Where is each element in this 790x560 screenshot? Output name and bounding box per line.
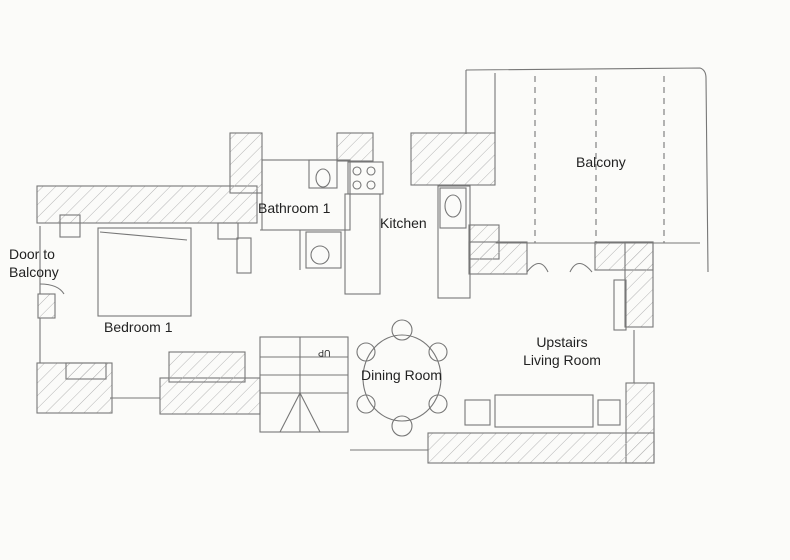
burner-3: [352, 180, 362, 190]
kitchen-label: Kitchen: [380, 215, 427, 231]
sink-basin: [444, 194, 462, 218]
bed-fold: [99, 231, 188, 241]
wall-segments: [36, 132, 655, 464]
wall-right-upper: [624, 241, 654, 328]
chair-top: [391, 319, 413, 341]
door-label-line2: Balcony: [9, 264, 59, 280]
burner-2: [366, 166, 376, 176]
dining-label: Dining Room: [361, 367, 442, 383]
cabinet-block: [168, 351, 246, 383]
bedside-table: [59, 214, 81, 238]
chair-left-bottom: [356, 394, 376, 414]
wall-stub-1: [217, 222, 239, 240]
bed: [97, 227, 192, 317]
wall-bottom-left-step: [65, 362, 107, 380]
toilet-bowl: [315, 168, 331, 188]
wall-bottom-mid: [159, 377, 261, 415]
bathroom-outline: [261, 159, 351, 231]
side-table-right: [597, 399, 621, 426]
chair-left-top: [356, 342, 376, 362]
burner-1: [352, 166, 362, 176]
wall-stub-2: [236, 237, 252, 274]
bathroom-label: Bathroom 1: [258, 200, 331, 216]
stair-up-label: UP: [318, 348, 331, 358]
stove: [347, 161, 384, 195]
sink: [439, 187, 467, 229]
bedroom-label: Bedroom 1: [104, 319, 173, 335]
side-table-left: [464, 399, 491, 426]
sofa: [494, 394, 594, 428]
balcony-label: Balcony: [576, 154, 626, 170]
wall-kitchen-base: [468, 241, 528, 275]
burner-4: [366, 180, 376, 190]
toilet: [308, 159, 338, 189]
living-label-line2: Living Room: [523, 352, 601, 368]
kitchen-counter-left: [344, 193, 381, 295]
wall-top-left: [36, 185, 258, 224]
window-right: [613, 279, 627, 331]
balcony-door-swing: [39, 283, 65, 295]
chair-right-top: [428, 342, 448, 362]
wall-bottom-right: [427, 432, 655, 464]
sketch-lines: [39, 67, 709, 451]
chair-right-bottom: [428, 394, 448, 414]
french-doors: [526, 262, 593, 273]
wall-top-right: [410, 132, 496, 186]
wall-left-stub: [37, 293, 56, 319]
shower-drain: [310, 245, 330, 265]
living-label-line1: Upstairs: [536, 334, 588, 350]
chair-bottom: [391, 415, 413, 437]
wall-top-mid: [336, 132, 374, 162]
balcony-outline: [465, 67, 709, 273]
dining-table: [362, 334, 442, 422]
wall-top-left-riser: [229, 132, 263, 194]
kitchen-counter-right: [437, 185, 471, 299]
door-label-line1: Door to: [9, 246, 55, 262]
staircase: [259, 336, 349, 433]
shower: [305, 231, 342, 269]
